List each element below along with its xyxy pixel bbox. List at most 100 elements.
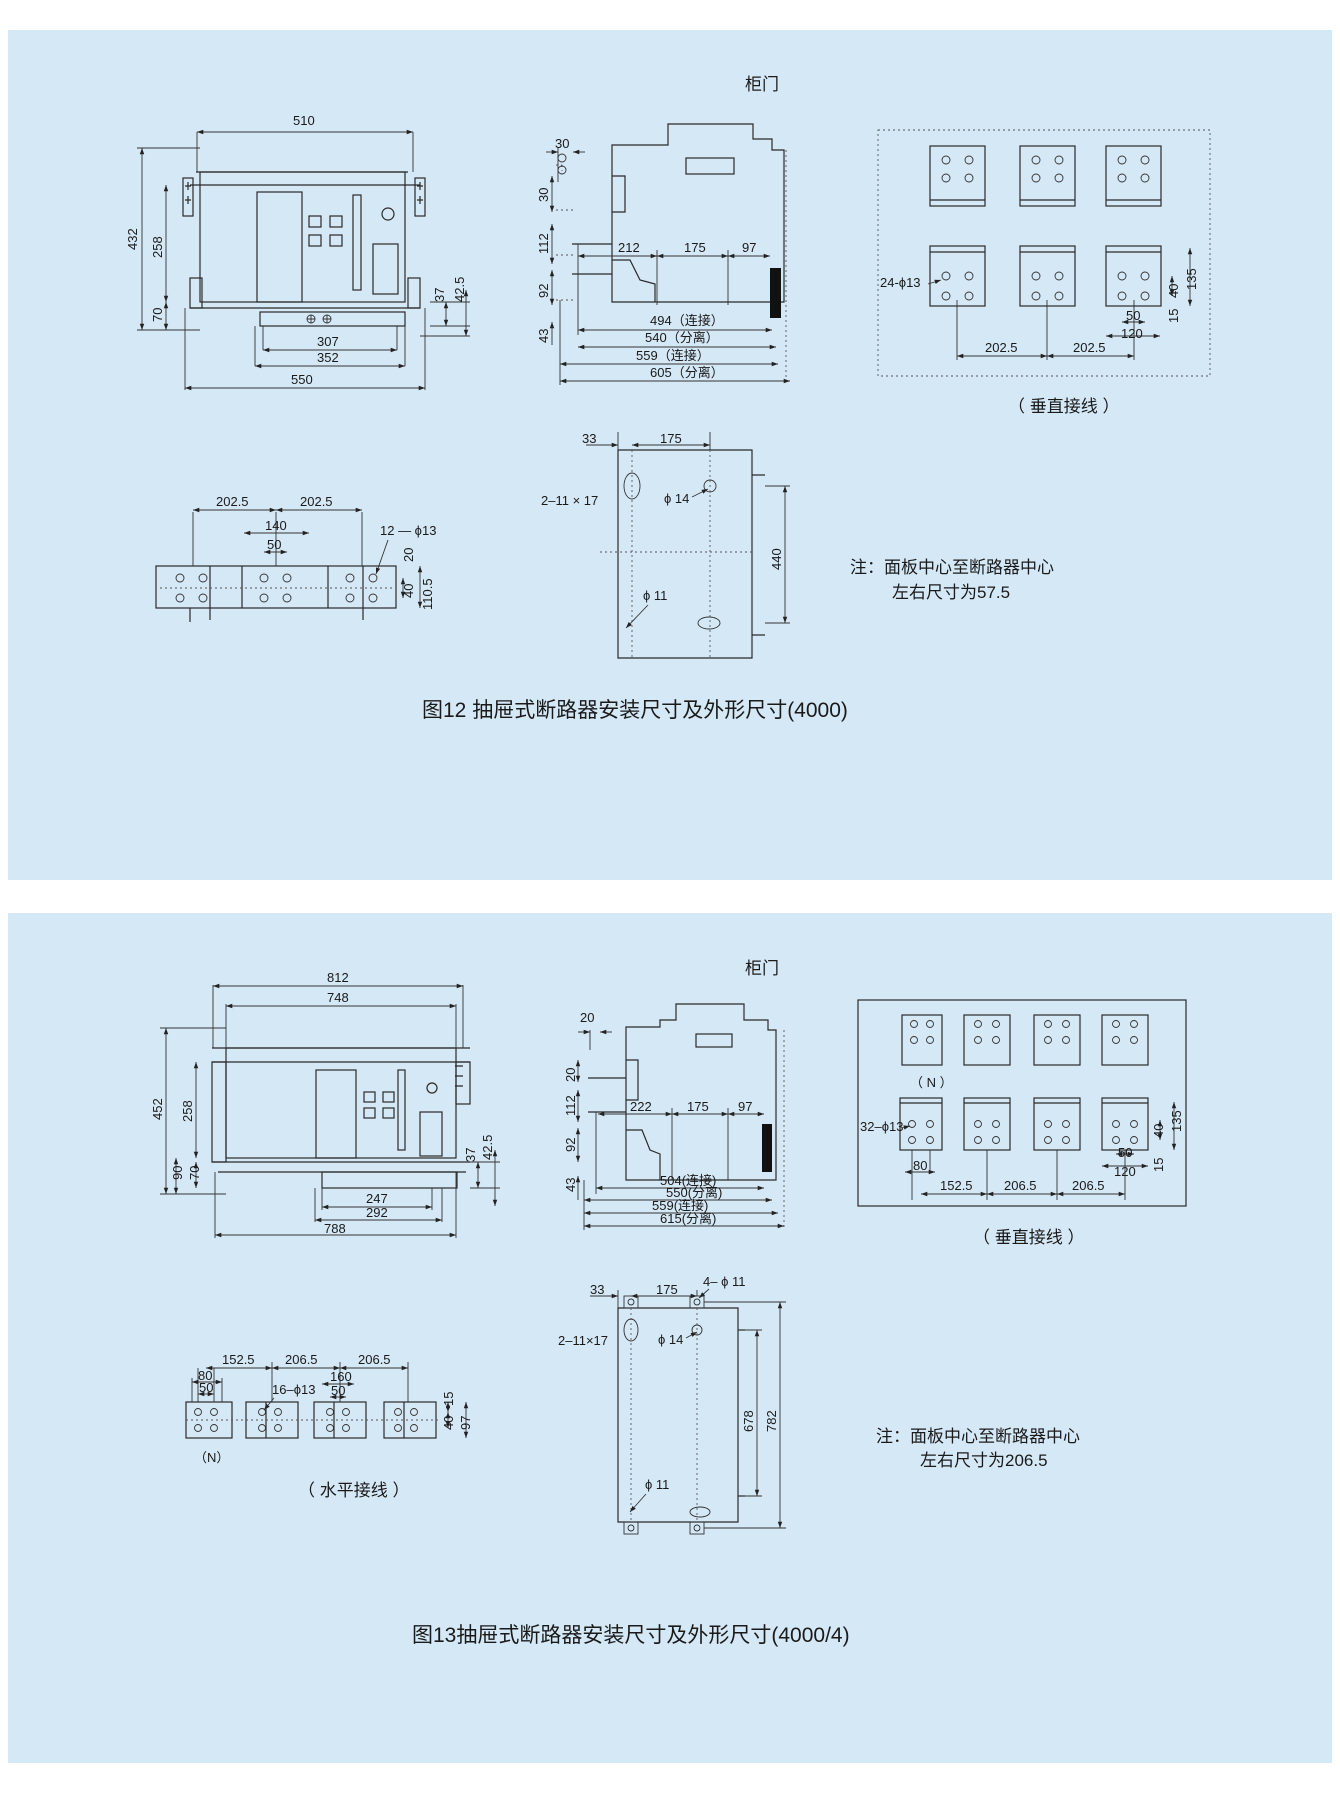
side-dim-92: 92	[536, 284, 551, 298]
f13-hwire-40: 40	[441, 1416, 456, 1430]
dim-258: 258	[150, 236, 165, 258]
vwire-holes: 24-ϕ13	[880, 275, 921, 290]
f13-mount-phi11: ϕ 11	[645, 1477, 669, 1492]
vwire-202-5-a: 202.5	[985, 340, 1018, 355]
f13-vwire-206-5-b: 206.5	[1072, 1178, 1105, 1193]
f13-mount-slot: 2–11×17	[558, 1333, 608, 1348]
f13-mount-678: 678	[741, 1410, 756, 1432]
fig12-horizontal-wiring: 202.5 202.5 140 50 12 — ϕ13 20 40 110.5	[155, 494, 436, 622]
side-dim-112: 112	[536, 233, 551, 254]
fig12-mount-plate: 33 175 2–11 × 17 ϕ 14 ϕ 11 440	[541, 431, 790, 659]
vwire-120: 120	[1121, 326, 1143, 341]
hwire-holes: 12 — ϕ13	[380, 523, 436, 538]
dim-550: 550	[291, 372, 313, 387]
hwire-202-5-b: 202.5	[300, 494, 333, 509]
mount-440: 440	[769, 548, 784, 570]
f13-70: 70	[187, 1166, 202, 1180]
f13-vwire-152-5: 152.5	[940, 1178, 973, 1193]
dim-510: 510	[293, 113, 315, 128]
side-dim-540: 540（分离）	[645, 330, 719, 345]
f13-hwire-50b: 50	[331, 1383, 345, 1398]
f13-452: 452	[150, 1098, 165, 1120]
f13-788: 788	[324, 1221, 346, 1236]
f13-mount-782: 782	[764, 1410, 779, 1432]
f13-side-504: 504(连接)	[660, 1173, 716, 1188]
fig12-caption: 图12 抽屉式断路器安装尺寸及外形尺寸(4000)	[422, 699, 848, 722]
f13-hwire-206-5-a: 206.5	[285, 1352, 318, 1367]
fig13-mount-plate: 33 175 4– ϕ 11 2–11×17 ϕ 14 ϕ 11 678 782	[558, 1274, 786, 1535]
side-dim-212: 212	[618, 240, 640, 255]
dim-432: 432	[125, 228, 140, 250]
fig12-note-line1: 注：面板中心至断路器中心	[850, 558, 1054, 577]
f13-258: 258	[180, 1100, 195, 1122]
side-dim-605: 605（分离）	[650, 365, 724, 380]
mount-slot: 2–11 × 17	[541, 493, 598, 508]
f13-hwire-80: 80	[198, 1368, 212, 1383]
f13-side-20-top: 20	[580, 1010, 594, 1025]
f13-hwire-160: 160	[330, 1369, 352, 1384]
dim-352: 352	[317, 350, 339, 365]
fig13-caption: 图13抽屉式断路器安装尺寸及外形尺寸(4000/4)	[412, 1624, 850, 1647]
f13-side-43: 43	[563, 1178, 578, 1192]
f13-side-222: 222	[630, 1099, 652, 1114]
f13-hwire-title: （ 水平接线 ）	[298, 1481, 409, 1500]
vwire-202-5-b: 202.5	[1073, 340, 1106, 355]
vwire-title: （ 垂直接线 ）	[1008, 397, 1119, 416]
fig12-note-line2: 左右尺寸为57.5	[892, 583, 1010, 602]
side-dim-30-top: 30	[555, 136, 569, 151]
hwire-202-5-a: 202.5	[216, 494, 249, 509]
fig13-front-view: 812 748 452 258 90 70 37 42.5 247 292 78…	[150, 970, 500, 1238]
f13-vwire-80: 80	[913, 1158, 927, 1173]
side-dim-559: 559（连接）	[636, 348, 710, 363]
f13-90: 90	[170, 1166, 185, 1180]
f13-hwire-152-5: 152.5	[222, 1352, 255, 1367]
f13-812: 812	[327, 970, 349, 985]
f13-side-92: 92	[563, 1138, 578, 1152]
mount-phi14: ϕ 14	[664, 491, 689, 506]
f13-mount-holes4: 4– ϕ 11	[703, 1274, 745, 1289]
f13-vwire-n: （ N ）	[910, 1075, 953, 1090]
f13-side-112: 112	[563, 1095, 578, 1116]
vwire-15: 15	[1166, 309, 1181, 323]
f13-vwire-holes: 32–ϕ13	[860, 1119, 903, 1134]
f13-vwire-15: 15	[1151, 1158, 1166, 1172]
f13-mount-175: 175	[656, 1282, 678, 1297]
fig12-vertical-wiring: 24-ϕ13 202.5 202.5 40 135 15 50 120 （ 垂直…	[877, 129, 1211, 416]
hwire-110-5: 110.5	[420, 578, 435, 610]
f13-hwire-206-5-b: 206.5	[358, 1352, 391, 1367]
dim-42-5: 42.5	[452, 277, 467, 302]
f13-side-175: 175	[687, 1099, 709, 1114]
f13-hwire-n: （N）	[194, 1450, 229, 1465]
hwire-40: 40	[401, 584, 416, 598]
mount-phi11: ϕ 11	[643, 588, 667, 603]
fig12-side-view: 30 30 112 92 43 212 175 97 494（连接） 540（分…	[536, 123, 790, 385]
dim-37: 37	[432, 288, 447, 302]
fig12-front-view: 510 432 258 70 37 42.5 307 352 550	[125, 113, 470, 391]
figure13-panel	[8, 913, 1332, 1763]
f13-748: 748	[327, 990, 349, 1005]
f13-42-5: 42.5	[480, 1135, 495, 1160]
f13-vwire-40: 40	[1151, 1124, 1166, 1138]
side-dim-97: 97	[742, 240, 756, 255]
f13-side-20: 20	[563, 1068, 578, 1082]
vwire-135: 135	[1184, 268, 1199, 290]
dim-70: 70	[150, 308, 165, 322]
f13-292: 292	[366, 1205, 388, 1220]
f13-side-550: 550(分离)	[666, 1185, 722, 1200]
cabinet-door-label: 柜门	[745, 75, 779, 94]
hwire-50: 50	[267, 537, 281, 552]
vwire-40: 40	[1166, 284, 1181, 298]
side-dim-30: 30	[536, 188, 551, 202]
side-dim-175: 175	[684, 240, 706, 255]
f13-vwire-135: 135	[1169, 1110, 1184, 1132]
f13-mount-phi14: ϕ 14	[658, 1332, 683, 1347]
f13-mount-33: 33	[590, 1282, 604, 1297]
f13-hwire-15: 15	[441, 1392, 456, 1406]
f13-hwire-holes: 16–ϕ13	[272, 1382, 315, 1397]
f13-hwire-50: 50	[199, 1380, 213, 1395]
hwire-20: 20	[401, 548, 416, 562]
fig13-note-line1: 注：面板中心至断路器中心	[876, 1427, 1080, 1446]
f13-side-559: 559(连接)	[652, 1198, 708, 1213]
f13-hwire-97: 97	[458, 1416, 473, 1430]
side-dim-494: 494（连接）	[650, 313, 724, 328]
